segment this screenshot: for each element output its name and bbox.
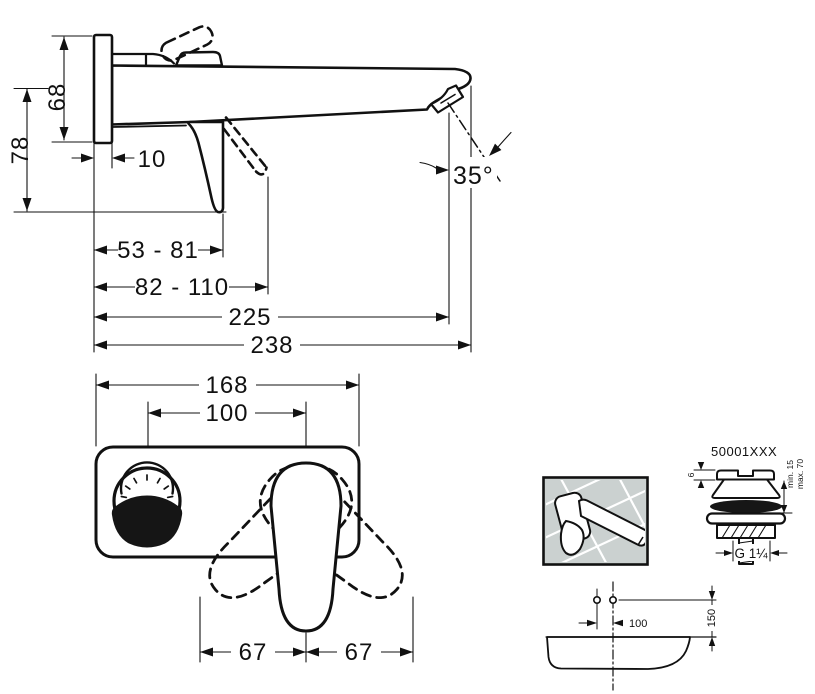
dim-plate-height: 68 <box>44 83 71 112</box>
basin-height-label: 150 <box>706 609 718 627</box>
drain-washer <box>705 512 787 525</box>
side-label-backgrounds <box>118 157 497 357</box>
side-arrowheads <box>22 37 502 350</box>
dim-center-distance: 100 <box>205 400 248 427</box>
dim-plate-depth: 10 <box>138 146 167 173</box>
basin-height-label-bg <box>704 605 719 631</box>
handle-open-dashed <box>222 116 268 176</box>
basin-outline <box>546 636 691 670</box>
outlet-inner-arc <box>119 461 175 495</box>
spout-outlet-front <box>111 461 183 548</box>
thread-label-bg <box>735 544 766 561</box>
dim-handle-open-range: 82 - 110 <box>135 274 229 301</box>
basin-arrowheads <box>587 591 716 646</box>
tile-faucet-sketch <box>554 491 645 556</box>
sketch-handle <box>559 519 585 556</box>
dim-handle-closed-range: 53 - 81 <box>117 237 199 264</box>
drain-part-number: 50001XXX <box>711 444 777 459</box>
wall-plate-side <box>92 33 114 145</box>
dim-swing-right: 67 <box>345 639 374 666</box>
basin-detail: 100 150 <box>545 581 719 691</box>
side-view-faucet <box>92 25 501 214</box>
escutcheon-edge-line <box>111 124 187 128</box>
drain-min-depth-label: min. 15 <box>785 460 795 488</box>
drain-nut-hatching <box>721 524 767 539</box>
drain-detail: 50001XXX 6 min. 15 max. 70 <box>686 444 805 565</box>
front-view: 168 100 67 67 <box>94 372 414 666</box>
basin-reference-lines <box>545 581 717 691</box>
drain-gasket <box>710 500 782 513</box>
dim-overall-depth: 238 <box>250 332 293 359</box>
handle-down-side <box>187 120 225 214</box>
handle-raised-dashed <box>160 25 214 62</box>
dim-spout-reach: 225 <box>228 304 271 331</box>
drain-thread-size-label: G 1¼ <box>734 546 768 561</box>
handle-front <box>269 461 343 633</box>
drain-cap-height-label: 6 <box>686 472 696 477</box>
sketch-aerator-line <box>637 536 644 546</box>
handle-closed-side <box>174 50 224 67</box>
basin-hole-spacing-label: 100 <box>629 618 647 630</box>
tile-installation-icon <box>542 476 649 566</box>
outlet-tick-marks <box>120 474 174 499</box>
dim-plate-width: 168 <box>205 372 248 399</box>
dim-swing-left: 67 <box>239 639 268 666</box>
drain-flange <box>711 478 781 499</box>
drain-cap <box>716 469 775 481</box>
dim-overall-height: 78 <box>7 136 34 165</box>
drain-arrowheads <box>697 462 788 556</box>
front-label-backgrounds <box>199 372 381 664</box>
sketch-spout <box>577 498 645 547</box>
side-view: 68 78 10 53 - 81 82 - 110 225 238 35° <box>7 25 512 359</box>
outlet-opening-dark <box>111 495 183 548</box>
aerator-inner-line <box>440 93 456 104</box>
spout-body-outline <box>110 64 472 126</box>
mounting-hole-left <box>592 595 601 604</box>
dim-spray-angle: 35° <box>453 162 494 190</box>
mounting-hole-right <box>608 595 617 604</box>
drain-max-depth-label: max. 70 <box>795 459 805 490</box>
front-arrowheads <box>96 380 413 657</box>
